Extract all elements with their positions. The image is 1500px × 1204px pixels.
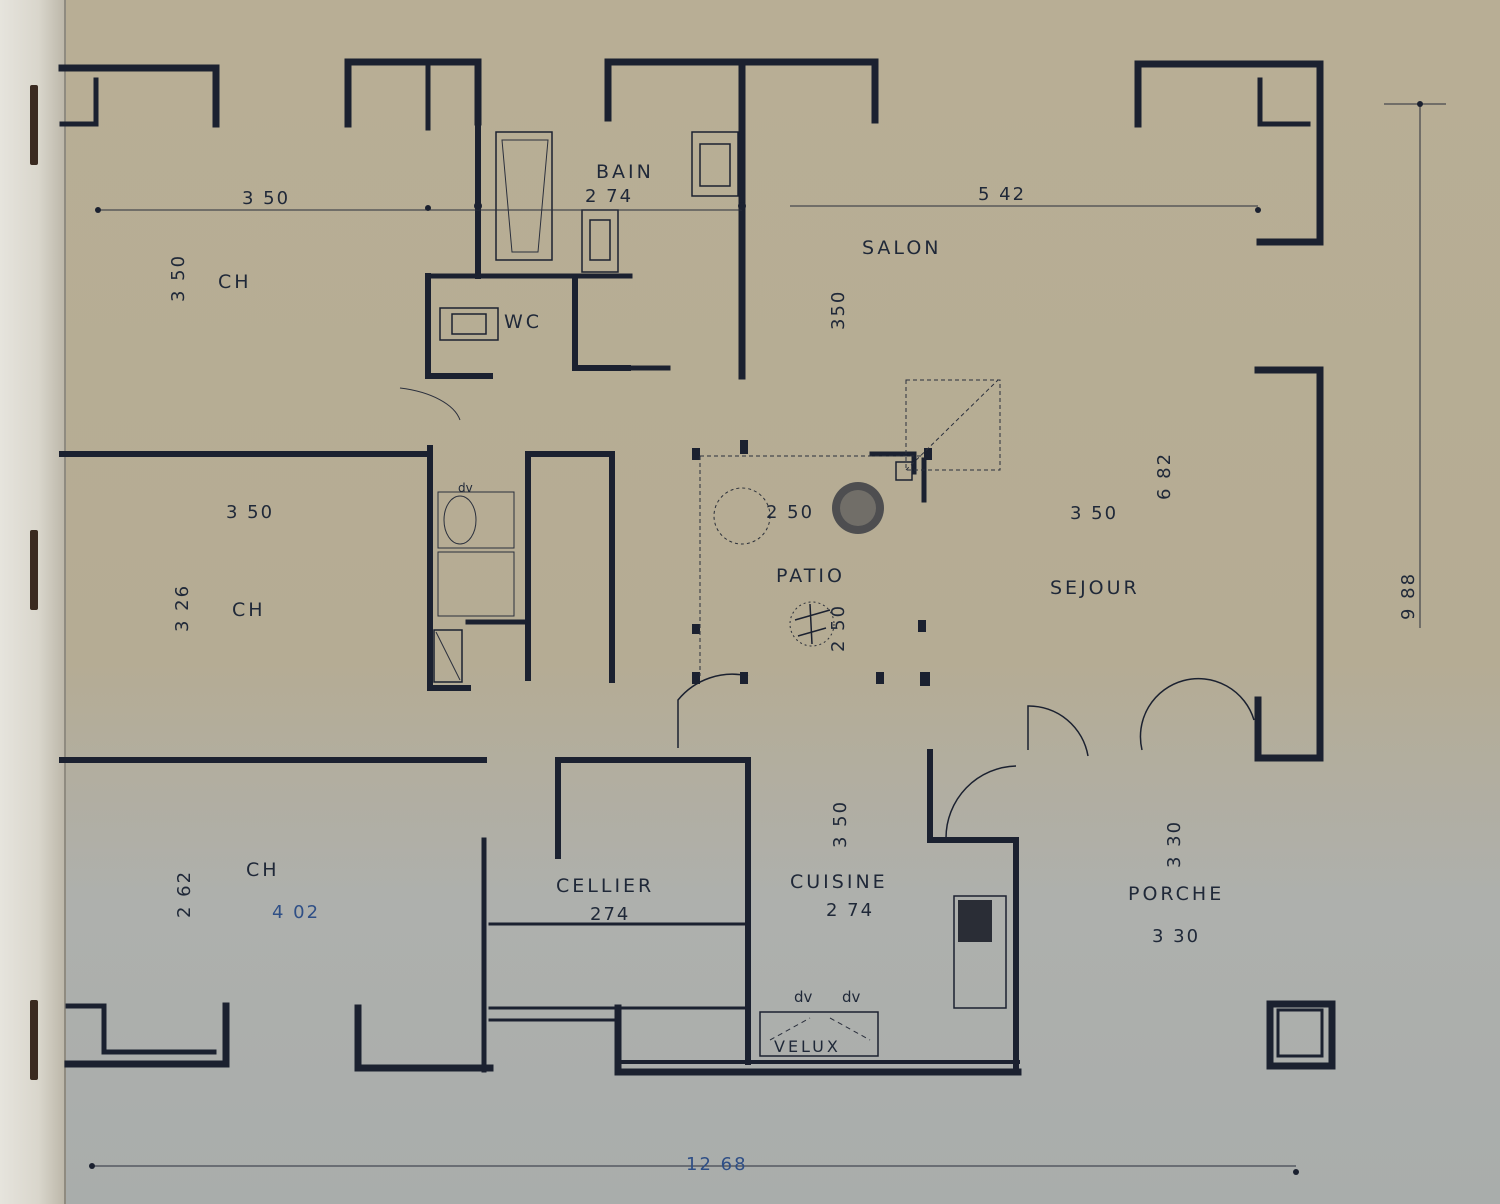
dimension-label: 2 74: [826, 900, 874, 921]
dimension-label: 3 50: [226, 502, 274, 523]
dimension-label: 3 30: [1152, 926, 1200, 947]
room-label-cellier: CELLIER: [556, 875, 654, 897]
dimension-label: 9 88: [1398, 572, 1419, 620]
room-labels: CH BAIN WC SALON CH PATIO SEJOUR CH CELL…: [218, 161, 1224, 905]
dimension-label: 2 62: [174, 870, 195, 918]
staple: [30, 530, 38, 610]
walls: [58, 58, 1336, 1076]
dimension-label: 274: [590, 904, 630, 925]
room-label-bain: BAIN: [596, 161, 654, 183]
dimension-label: 3 50: [1070, 503, 1118, 524]
fixtures: [433, 131, 1007, 1057]
dimension-lines: [89, 101, 1446, 1175]
room-label-sejour: SEJOUR: [1050, 577, 1140, 599]
dimension-label: 2 50: [766, 502, 814, 523]
room-label-cuisine: CUISINE: [790, 871, 888, 893]
paper-sheet: [62, 0, 1500, 1204]
dimension-label: 4 02: [272, 902, 320, 923]
staple: [30, 1000, 38, 1080]
dimension-label: 3 26: [172, 584, 193, 632]
dimension-label: 350: [828, 290, 849, 330]
dimension-label: 6 82: [1154, 452, 1175, 500]
room-label-ch: CH: [232, 599, 266, 621]
binding-strip: [0, 0, 66, 1204]
dv-label: dv: [458, 481, 473, 495]
doors: [399, 387, 1255, 839]
room-label-ch: CH: [218, 271, 252, 293]
room-label-patio: PATIO: [776, 565, 845, 587]
dimension-label: 5 42: [978, 184, 1026, 205]
dv-label: dv: [794, 988, 813, 1006]
velux-label: VELUX: [774, 1037, 841, 1056]
dimension-labels: 3 50 3 50 2 74 5 42 350 3 50 3 26 2 50 2…: [168, 184, 1419, 1175]
dimension-label: 3 50: [830, 800, 851, 848]
dimension-label: 3 50: [168, 254, 189, 302]
room-label-wc: WC: [504, 311, 542, 333]
room-label-salon: SALON: [862, 237, 942, 259]
dimension-label: 2 50: [828, 604, 849, 652]
dimension-label: 3 30: [1164, 820, 1185, 868]
fixture-labels: VELUX dv dv dv: [458, 481, 861, 1056]
room-label-porche: PORCHE: [1128, 883, 1224, 905]
room-label-ch: CH: [246, 859, 280, 881]
dimension-label: 12 68: [686, 1154, 748, 1175]
staple: [30, 85, 38, 165]
dv-label: dv: [842, 988, 861, 1006]
dimension-label: 3 50: [242, 188, 290, 209]
dimension-label: 2 74: [585, 186, 633, 207]
